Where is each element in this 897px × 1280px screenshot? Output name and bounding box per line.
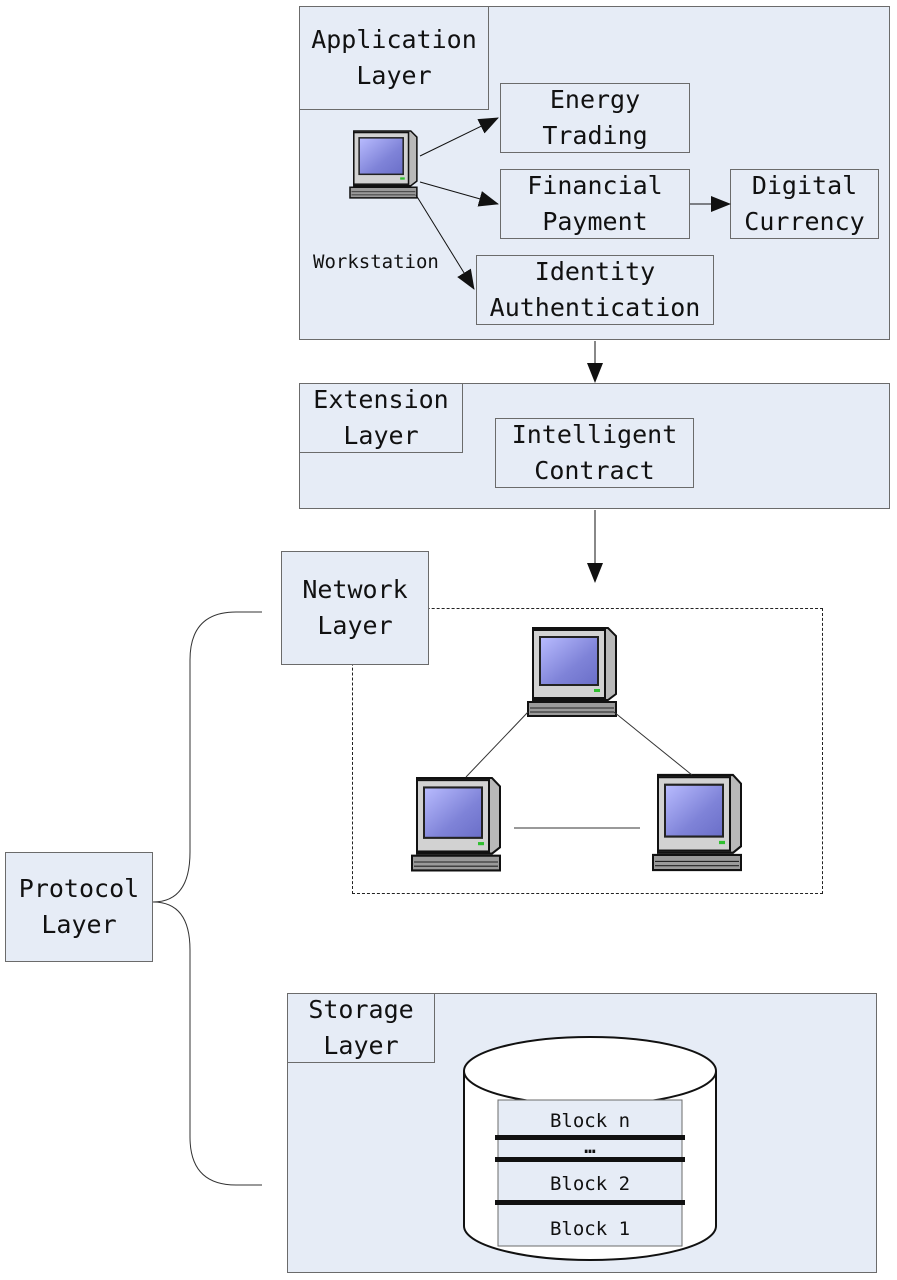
- extension-layer-title: Extension Layer: [299, 383, 463, 453]
- intelligent-contract-line1: Intelligent: [511, 420, 678, 449]
- workstation-computer-icon: [349, 130, 418, 199]
- intelligent-contract-line2: Contract: [534, 456, 655, 485]
- financial-payment-line2: Payment: [542, 207, 648, 236]
- block-2-label: Block 2: [549, 1173, 631, 1195]
- intelligent-contract-box: Intelligent Contract: [495, 418, 694, 488]
- network-node-computer-icon-right: [651, 773, 743, 872]
- protocol-layer-brace: [152, 611, 262, 1186]
- workstation-label: Workstation: [313, 251, 439, 273]
- energy-trading-line1: Energy: [549, 85, 641, 114]
- extension-layer-title-line2: Layer: [343, 421, 419, 450]
- digital-currency-line1: Digital: [751, 171, 858, 200]
- digital-currency-box: Digital Currency: [730, 169, 879, 239]
- digital-currency-line2: Currency: [744, 207, 865, 236]
- block-n-label: Block n: [549, 1110, 631, 1132]
- storage-layer-title-line1: Storage: [308, 995, 414, 1024]
- network-layer-title-line1: Network: [302, 575, 408, 604]
- energy-trading-box: Energy Trading: [500, 83, 690, 153]
- database-cylinder-icon: [463, 1036, 717, 1261]
- network-layer-title: Network Layer: [281, 551, 429, 665]
- application-layer-title-line1: Application: [311, 25, 477, 54]
- arrow-to-financial-payment: [419, 181, 499, 207]
- application-layer-title-line2: Layer: [356, 61, 432, 90]
- storage-layer-title-line2: Layer: [323, 1031, 399, 1060]
- arrow-to-identity-authentication: [415, 194, 475, 290]
- network-area-dashed: [352, 608, 823, 894]
- protocol-layer-box: Protocol Layer: [5, 852, 153, 962]
- energy-trading-line2: Trading: [542, 121, 648, 150]
- identity-authentication-line2: Authentication: [489, 293, 701, 322]
- network-node-computer-icon-left: [410, 776, 502, 872]
- network-link-top-left: [465, 711, 529, 778]
- application-layer-title: Application Layer: [299, 6, 489, 110]
- block-1-label: Block 1: [549, 1218, 631, 1240]
- network-layer-title-line2: Layer: [317, 611, 393, 640]
- identity-authentication-line1: Identity: [534, 257, 656, 286]
- financial-payment-box: Financial Payment: [500, 169, 690, 239]
- network-link-top-right: [613, 711, 693, 776]
- protocol-layer-line1: Protocol: [18, 874, 140, 903]
- storage-layer-title: Storage Layer: [287, 993, 435, 1063]
- network-node-computer-icon-top: [527, 627, 617, 717]
- financial-payment-line1: Financial: [527, 171, 663, 200]
- block-ellipsis-label: …: [584, 1136, 596, 1158]
- protocol-layer-line2: Layer: [41, 910, 117, 939]
- arrow-to-energy-trading: [419, 117, 499, 157]
- extension-layer-title-line1: Extension: [313, 385, 449, 414]
- identity-authentication-box: Identity Authentication: [476, 255, 714, 325]
